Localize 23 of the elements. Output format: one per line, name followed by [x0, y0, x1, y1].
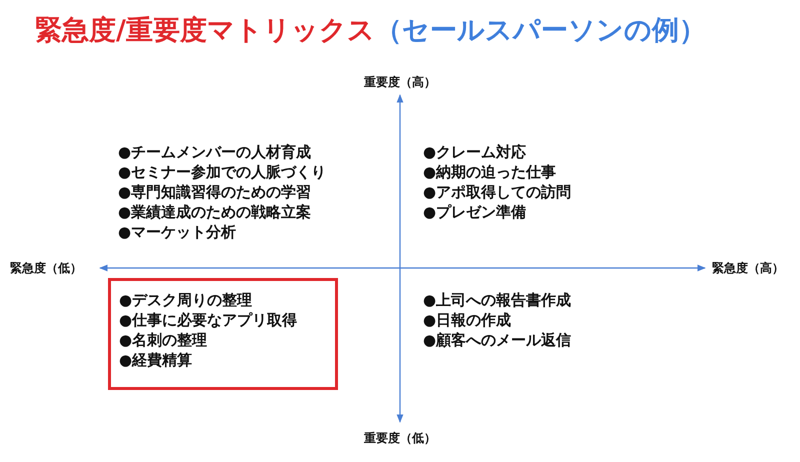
axis-label: 重要度（低）	[364, 430, 436, 447]
axis-label: 緊急度（高）	[712, 260, 784, 277]
list-item: ●仕事に必要なアプリ取得	[119, 310, 298, 330]
subtitle: （セールスパーソンの例）	[374, 14, 706, 48]
list-item: ●チームメンバーの人材育成	[118, 142, 312, 162]
title: 緊急度/重要度マトリックス	[35, 14, 375, 48]
axis-label: 緊急度（低）	[10, 260, 82, 277]
highlight-box	[108, 278, 338, 390]
list-item: ●上司への報告書作成	[423, 290, 572, 310]
list-item: ●専門知識習得のための学習	[118, 182, 312, 202]
list-item: ●プレゼン準備	[423, 202, 526, 222]
list-item: ●マーケット分析	[118, 222, 236, 242]
list-item: ●アポ取得しての訪問	[423, 182, 572, 202]
list-item: ●名刺の整理	[119, 330, 208, 350]
list-item: ●納期の迫った仕事	[423, 162, 556, 182]
list-item: ●経費精算	[119, 350, 192, 370]
list-item: ●業績達成のための戦略立案	[118, 202, 312, 222]
list-item: ●クレーム対応	[423, 142, 526, 162]
list-item: ●顧客へのメール返信	[423, 330, 572, 350]
list-item: ●日報の作成	[423, 310, 512, 330]
axis-label: 重要度（高）	[364, 74, 436, 91]
list-item: ●デスク周りの整理	[119, 290, 252, 310]
list-item: ●セミナー参加での人脈づくり	[118, 162, 326, 182]
